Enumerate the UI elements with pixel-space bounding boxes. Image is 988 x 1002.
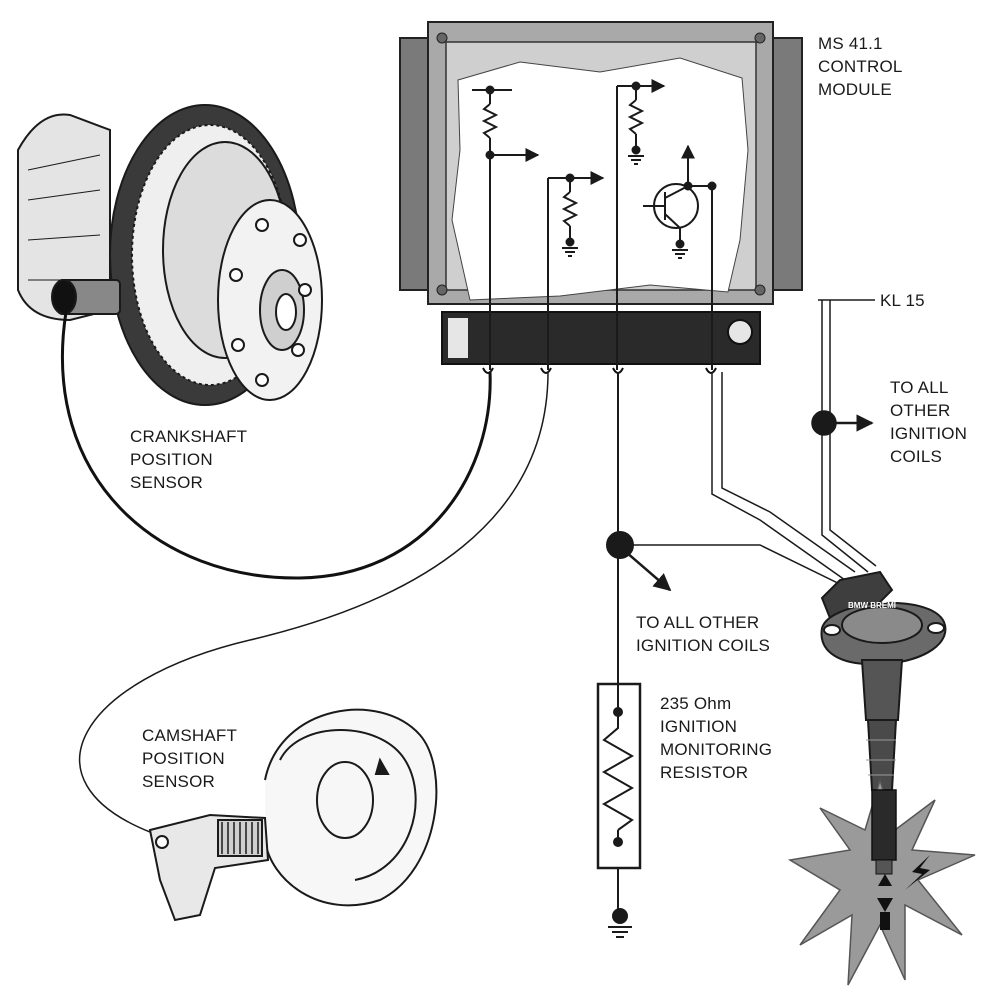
module-connector [441, 311, 761, 365]
module-screw-icon [754, 284, 766, 296]
to-other-coils-right-label: TO ALL OTHER IGNITION COILS [890, 378, 968, 466]
module-screw-icon [436, 284, 448, 296]
resistor-label: 235 Ohm IGNITION MONITORING RESISTOR [660, 694, 773, 782]
kl15-junction-node [811, 410, 837, 436]
camshaft-sensor-label: CAMSHAFT POSITION SENSOR [142, 726, 238, 791]
rotation-direction-icon [374, 757, 390, 775]
monitor-resistor-icon [627, 99, 645, 135]
pullup-resistor-icon [481, 103, 499, 139]
camshaft-sensor-wire [78, 371, 549, 833]
spark-illustration [787, 777, 976, 986]
ignition-coil [820, 570, 947, 791]
crankshaft-illustration [17, 104, 323, 406]
control-module [399, 21, 803, 374]
crankshaft-sensor-wire [60, 311, 492, 580]
coil-feed-lines [711, 299, 877, 581]
coil-brand-label: BMW BREMI [848, 601, 896, 610]
pulldown-resistor-icon [561, 191, 579, 227]
monitoring-circuit [596, 372, 853, 938]
control-module-label: MS 41.1 CONTROL MODULE [818, 34, 903, 99]
camshaft-illustration [148, 708, 438, 922]
resistor-zigzag-icon [601, 712, 635, 831]
spark-arrow-icon [877, 898, 893, 912]
crankshaft-sensor-label: CRANKSHAFT POSITION SENSOR [130, 427, 248, 492]
lightning-bolt-icon [905, 855, 930, 890]
spark-arrow-icon [878, 874, 892, 886]
module-screw-icon [754, 32, 766, 44]
to-other-coils-center-label: TO ALL OTHER IGNITION COILS [636, 613, 771, 655]
module-screw-icon [436, 32, 448, 44]
kl15-label: KL 15 [880, 291, 925, 310]
module-internal-circuit [472, 79, 717, 370]
